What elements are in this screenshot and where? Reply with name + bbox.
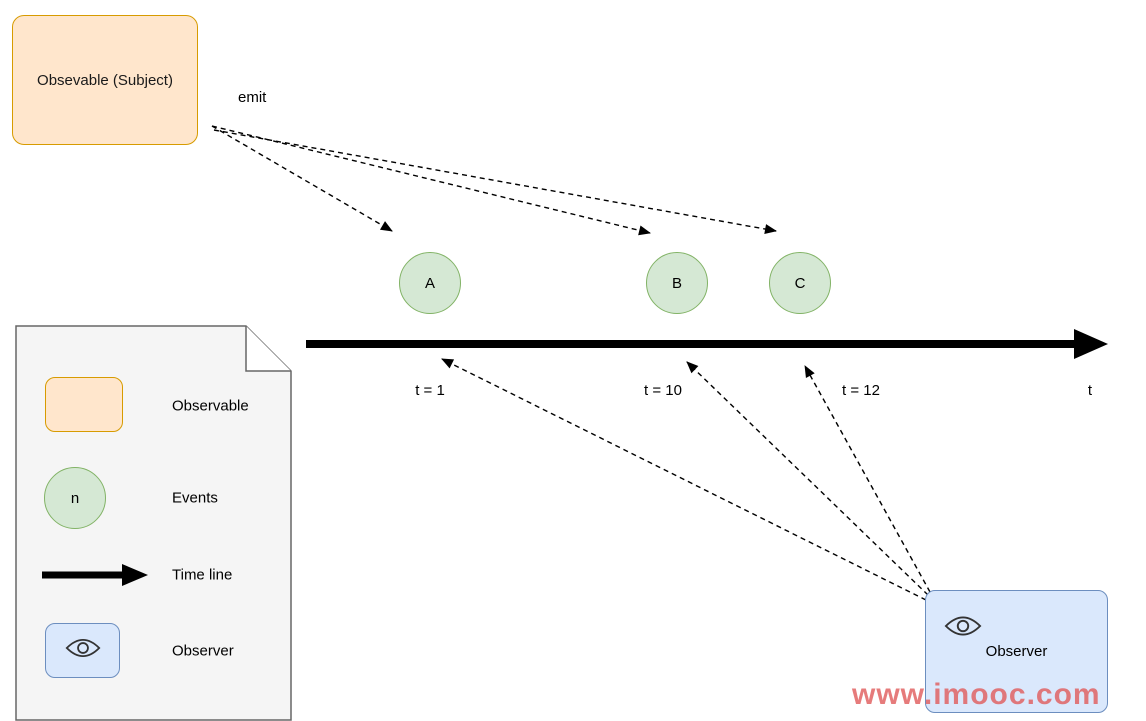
emit-arrow-c: [213, 129, 777, 234]
legend-observer-swatch: [45, 623, 120, 678]
emit-label: emit: [238, 89, 267, 106]
observable-subject-label: Obsevable (Subject): [37, 71, 173, 89]
legend-timeline-label: Time line: [172, 566, 233, 584]
legend-observer-label: Observer: [172, 642, 234, 660]
legend-panel: Observable n Events Time line Observer: [15, 325, 292, 721]
legend-event-swatch: n: [44, 467, 106, 529]
watermark-text: www.imooc.com: [852, 678, 1101, 711]
legend-event-swatch-text: n: [70, 489, 80, 507]
legend-observable-label: Observable: [172, 397, 249, 415]
time-label-t12: t = 12: [842, 382, 880, 399]
observer-arrow-t10: [686, 361, 929, 596]
event-node-b: B: [646, 252, 708, 314]
timeline-arrow: [306, 329, 1108, 359]
legend-eye-icon: [65, 636, 101, 665]
event-node-a: A: [399, 252, 461, 314]
emit-arrow-b: [211, 125, 651, 236]
event-a-label: A: [424, 274, 435, 292]
legend-events-label: Events: [172, 489, 218, 507]
observer-arrow-t12: [804, 365, 931, 593]
observable-subject-node: Obsevable (Subject): [12, 15, 198, 145]
event-b-label: B: [671, 274, 682, 292]
legend-observable-swatch: [45, 377, 123, 432]
time-label-t10: t = 10: [644, 382, 682, 399]
event-c-label: C: [794, 274, 806, 292]
time-axis-label: t: [1087, 382, 1093, 399]
observer-node: Observer: [925, 590, 1108, 713]
eye-icon: [944, 613, 982, 644]
emit-arrows: [211, 125, 777, 236]
emit-arrow-a: [211, 125, 393, 232]
observer-label: Observer: [985, 643, 1048, 660]
event-node-c: C: [769, 252, 831, 314]
legend-timeline-swatch: [40, 561, 150, 594]
time-label-t1: t = 1: [415, 382, 445, 399]
